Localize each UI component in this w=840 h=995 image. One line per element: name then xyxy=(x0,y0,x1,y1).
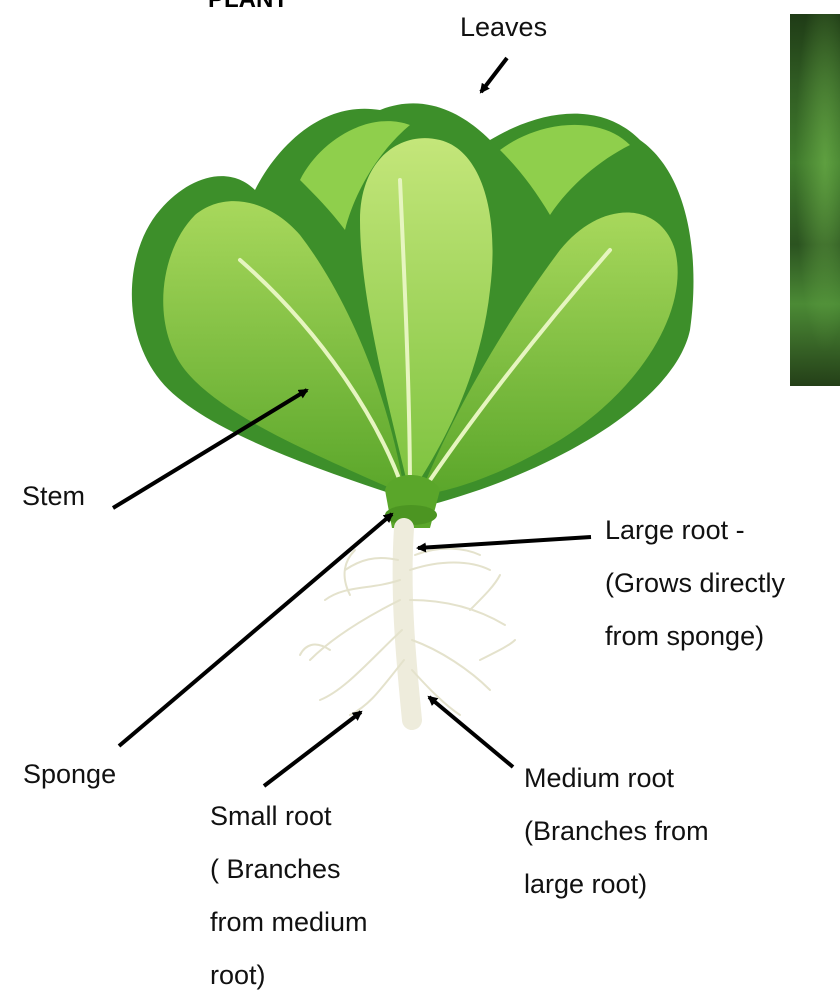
large-root-arrow xyxy=(418,537,591,548)
label-sponge: Sponge xyxy=(23,756,116,792)
label-small-root-line3: from medium xyxy=(210,904,368,940)
label-small-root-line2: ( Branches xyxy=(210,851,341,887)
label-medium-root-line1: Medium root xyxy=(524,760,674,796)
label-small-root-line4: root) xyxy=(210,957,266,993)
label-medium-root-line2: (Branches from xyxy=(524,813,709,849)
sponge-arrow xyxy=(119,514,392,746)
label-medium-root-line3: large root) xyxy=(524,866,647,902)
stem-shape xyxy=(385,475,440,528)
label-small-root-line1: Small root xyxy=(210,798,332,834)
label-large-root-line3: from sponge) xyxy=(605,618,764,654)
label-leaves: Leaves xyxy=(460,9,547,45)
leaves-arrow xyxy=(481,58,507,92)
medium-root-arrow xyxy=(429,697,513,767)
label-stem: Stem xyxy=(22,478,85,514)
label-large-root-line1: Large root - xyxy=(605,512,745,548)
label-large-root-line2: (Grows directly xyxy=(605,565,785,601)
roots-shape xyxy=(300,528,515,720)
small-root-arrow xyxy=(264,712,361,786)
